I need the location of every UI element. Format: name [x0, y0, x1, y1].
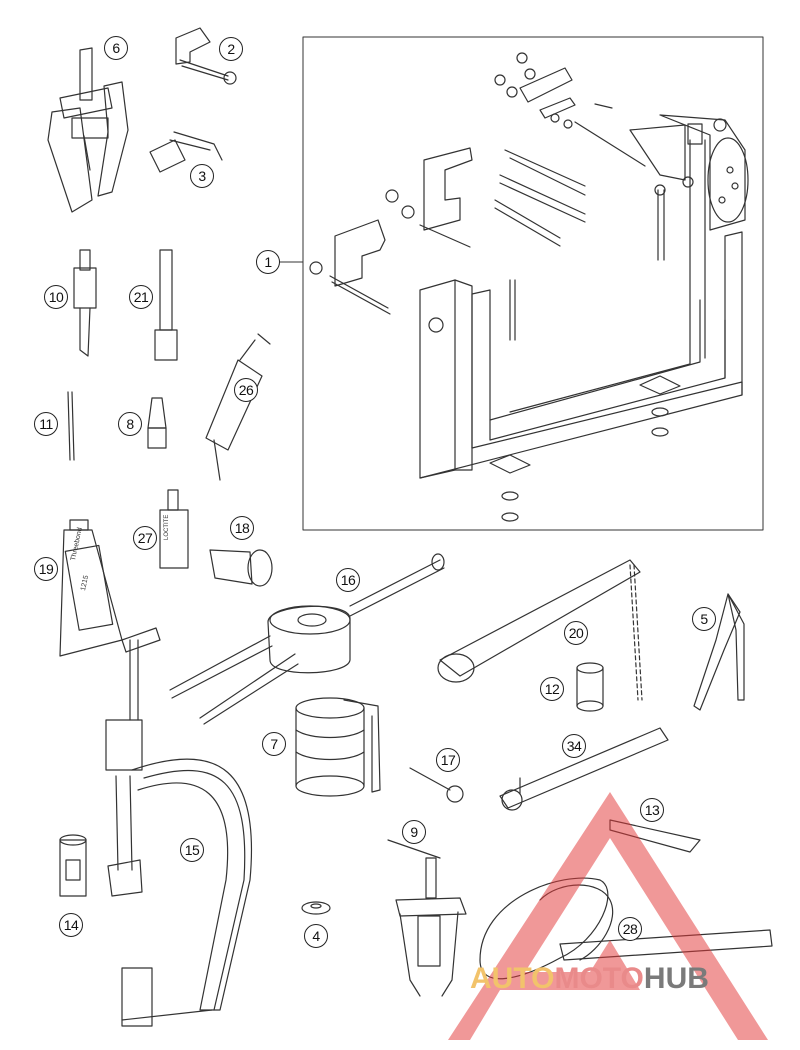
callout-2: 2: [219, 37, 243, 61]
engine-stand-frame: [302, 36, 764, 531]
callout-28: 28: [618, 917, 642, 941]
callout-27: 27: [133, 526, 157, 550]
callout-19: 19: [34, 557, 58, 581]
puller-9: [387, 839, 467, 997]
insert-tool-8: [147, 397, 167, 449]
watermark-hub: HUB: [643, 962, 709, 995]
callout-17: 17: [436, 748, 460, 772]
crank-tool-16: [169, 553, 445, 725]
callout-11: 11: [34, 412, 58, 436]
puller-tool-6: [47, 47, 129, 213]
callout-1: 1: [256, 250, 280, 274]
callout-21: 21: [129, 285, 153, 309]
callout-7: 7: [262, 732, 286, 756]
watermark-moto: MOTO: [554, 962, 644, 995]
callout-34: 34: [562, 734, 586, 758]
circlip-pliers-5: [693, 593, 745, 711]
bottle-label: LOCTITE: [164, 514, 170, 540]
watermark-text: AUTOMOTOHUB: [470, 962, 800, 1012]
pin-11: [67, 391, 75, 461]
callout-13: 13: [640, 798, 664, 822]
bracket-tool-2: [175, 27, 237, 85]
sealant-tube-19: [59, 519, 123, 657]
callout-10: 10: [44, 285, 68, 309]
sleeve-14: [59, 834, 87, 897]
callout-16: 16: [336, 568, 360, 592]
callout-14: 14: [59, 913, 83, 937]
callout-20: 20: [564, 621, 588, 645]
callout-9: 9: [402, 820, 426, 844]
watermark-logo: [448, 792, 768, 1040]
callout-12: 12: [540, 677, 564, 701]
washer-4: [301, 901, 331, 915]
chain-wrench-20: [437, 559, 643, 701]
callout-26: 26: [234, 378, 258, 402]
adapter-18: [209, 549, 273, 587]
callout-3: 3: [190, 164, 214, 188]
callout-15: 15: [180, 838, 204, 862]
engine-stand-drawing: [309, 52, 749, 522]
clamp-tool-3: [149, 131, 223, 173]
watermark-auto: AUTO: [470, 962, 555, 995]
callout-4: 4: [304, 924, 328, 948]
sleeve-12: [576, 662, 604, 712]
piston-pin-tool-15: [105, 627, 253, 1027]
gauge-17: [409, 767, 464, 803]
slide-hammer-10: [73, 249, 97, 357]
callout-5: 5: [692, 607, 716, 631]
callout-8: 8: [118, 412, 142, 436]
hook-wrench-34: [499, 727, 669, 811]
ring-compressor-7: [295, 697, 381, 797]
callout-6: 6: [104, 36, 128, 60]
thread-lock-27: [159, 489, 189, 569]
callout-18: 18: [230, 516, 254, 540]
syringe-26: [205, 333, 271, 481]
socket-bar-21: [154, 249, 178, 361]
